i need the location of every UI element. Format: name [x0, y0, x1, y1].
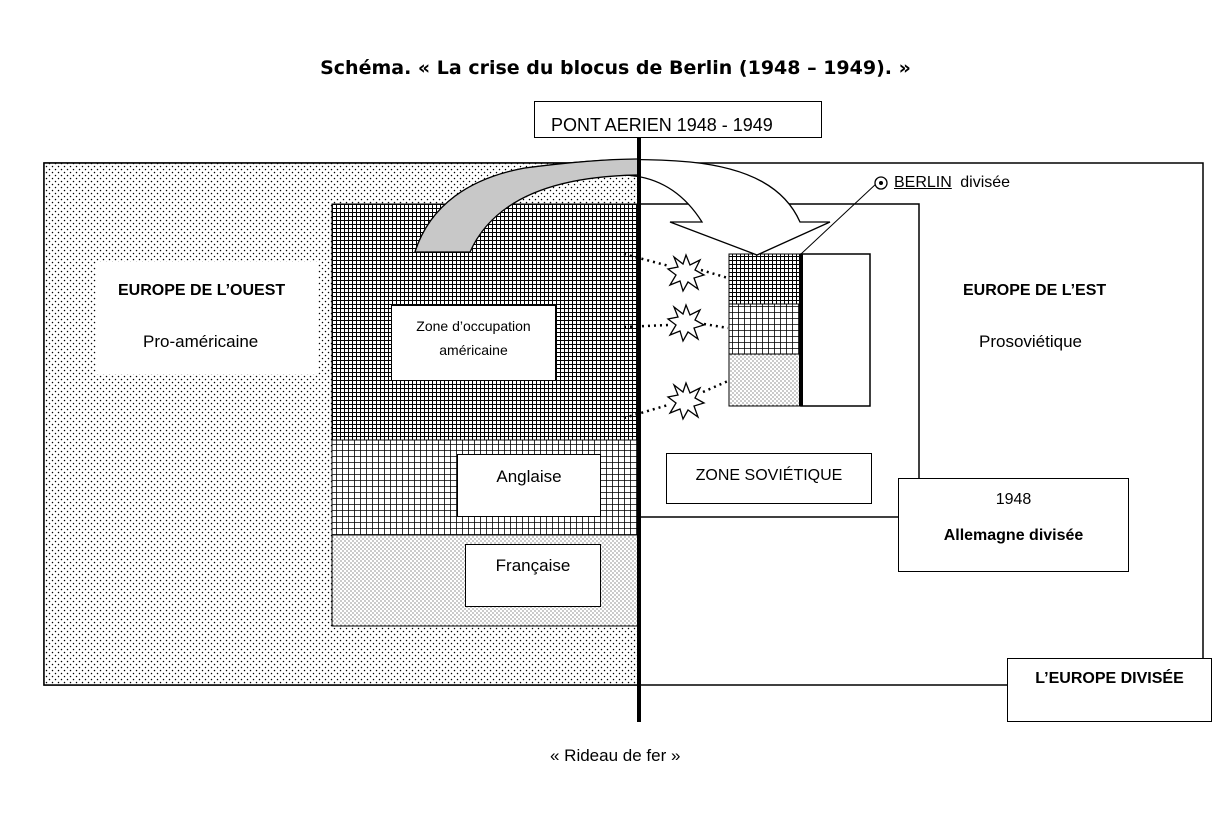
- airlift-label-box: PONT AERIEN 1948 - 1949: [534, 101, 822, 138]
- american-zone-label-line1: Zone d’occupation: [416, 318, 531, 334]
- explosion-icon: [666, 381, 706, 421]
- europe-divided-box: L’EUROPE DIVISÉE: [1007, 658, 1212, 722]
- blockade-line-1: [623, 252, 670, 268]
- explosion-icon: [666, 253, 706, 293]
- berlin-pointer-line: [800, 182, 878, 255]
- berlin-american-sector: [728, 253, 802, 305]
- british-zone-label: Anglaise: [496, 467, 562, 486]
- germany-divided-box: 1948 Allemagne divisée: [898, 478, 1129, 572]
- iron-curtain-label: « Rideau de fer »: [550, 746, 681, 765]
- germany-label: Allemagne divisée: [943, 527, 1084, 544]
- east-europe-subtitle: Prosoviétique: [979, 332, 1083, 351]
- diagram-title: Schéma. « La crise du blocus de Berlin (…: [320, 57, 911, 79]
- blockade-markers: [623, 252, 729, 420]
- berlin-french-sector: [728, 353, 802, 407]
- east-europe-title: EUROPE DE L’EST: [963, 282, 1107, 299]
- airlift-label: PONT AERIEN 1948 - 1949: [551, 115, 773, 135]
- west-europe-title: EUROPE DE L’OUEST: [118, 282, 286, 299]
- american-zone-label-line2: américaine: [439, 342, 508, 358]
- west-label-panel: [96, 262, 318, 374]
- blockade-line-3b: [702, 379, 729, 394]
- berlin-soviet-sector: [800, 253, 871, 407]
- berlin-label: BERLIN divisée: [894, 174, 1010, 192]
- airlift-arrow-west-shading: [414, 158, 640, 253]
- french-zone-label-box: Française: [465, 544, 601, 607]
- blockade-line-3: [623, 403, 669, 420]
- berlin-name: BERLIN: [894, 174, 952, 191]
- berlin-british-sector: [728, 303, 802, 355]
- berlin-suffix: divisée: [960, 174, 1011, 191]
- europe-divided-label: L’EUROPE DIVISÉE: [1035, 670, 1184, 687]
- germany-year: 1948: [995, 491, 1032, 508]
- blockade-line-2: [623, 323, 669, 329]
- french-zone-label: Française: [495, 556, 571, 575]
- explosion-icon: [666, 303, 706, 343]
- west-europe-subtitle: Pro-américaine: [143, 332, 259, 351]
- british-zone-label-box: Anglaise: [457, 454, 601, 517]
- soviet-zone-label-box: ZONE SOVIÉTIQUE: [666, 453, 872, 504]
- american-zone-label-box: Zone d’occupation américaine: [391, 305, 556, 381]
- soviet-zone-label: ZONE SOVIÉTIQUE: [695, 467, 843, 484]
- blockade-line-2b: [703, 322, 729, 330]
